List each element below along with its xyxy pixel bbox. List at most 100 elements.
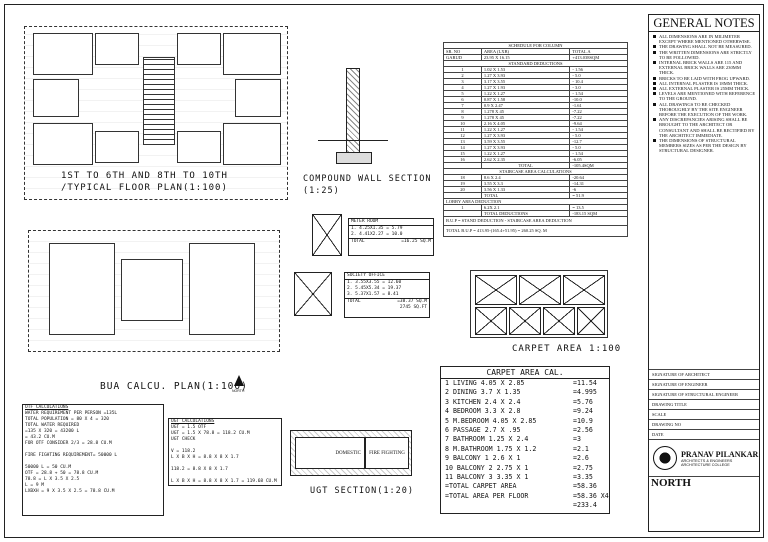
note-item: BRICKS TO BE LAID WITH FROG UPWARD. <box>653 76 757 81</box>
otf-calculations: OTF CALCULATIONS WATER REQUIREMENT PER P… <box>22 404 164 516</box>
drawing-sheet <box>4 4 764 538</box>
firm-sub: ARCHITECTS & ENGINEERS <box>681 458 733 463</box>
firm-logo-icon <box>653 446 677 470</box>
note-item: ALL INTERNAL PLASTER IS 18MM THICK. <box>653 81 757 86</box>
plan-room <box>177 33 221 65</box>
firm-block: PRANAV PILANKAR ARCHITECTS & ENGINEERS A… <box>649 440 759 477</box>
carpet-total-row: =TOTAL CARPET AREA =58.36 <box>441 482 609 491</box>
plan-room <box>223 33 281 75</box>
carpet-room <box>519 275 561 305</box>
title-block-north: NORTH <box>651 477 691 489</box>
society-office-title: SOCIETY OFFICE <box>345 273 429 280</box>
otf-line: TOTAL POPULATION = 80 X 4 = 320 <box>25 417 109 422</box>
title-block-row: SIGNATURE OF ARCHITECT <box>649 370 759 380</box>
otf-line: FOR OTF CONSIDER 2/3 = 28.8 CU.M <box>25 441 112 446</box>
title-block-row: SIGNATURE OF STRUCTURAL ENGINEER <box>649 390 759 400</box>
otf-line: 78.8 = L X 3.5 X 2.5 <box>25 477 80 482</box>
meter-room-total-label: TOTAL <box>351 239 365 244</box>
ugt-fire-tank: FIRE FIGHTING <box>365 437 409 469</box>
carpet-row-value: =2.6 <box>573 454 589 463</box>
carpet-room <box>577 307 605 335</box>
carpet-row-value: =10.9 <box>573 416 593 425</box>
title-block-row: DRAWING TITLE <box>649 400 759 410</box>
carpet-row: 4 BEDROOM 3.3 X 2.8=9.24 <box>445 407 609 416</box>
plan-room <box>33 33 93 75</box>
ugt-line: L X B X H = 8.8 X 8 X 1.7 <box>171 455 239 460</box>
carpet-row-area: 1 LIVING 4.05 X 2.85 <box>445 379 525 387</box>
ugt-line: UGT = 1.5 X 78.8 = 118.2 CU.M <box>171 431 250 436</box>
title-block-panel: GENERAL NOTES ALL DIMENSIONS ARE IN MILI… <box>648 14 760 532</box>
ugt-line: UGT = 1.5 OTF <box>171 425 207 430</box>
carpet-room <box>509 307 541 335</box>
meter-room-row: 1. 4.25X1.35 = 5.79 <box>351 226 403 231</box>
plan-room <box>235 79 281 117</box>
ugt-title: UGT CALCULATIONS <box>171 419 215 424</box>
compound-wall-drawing <box>318 60 388 170</box>
carpet-row-area: 4 BEDROOM 3.3 X 2.8 <box>445 407 521 416</box>
carpet-row: 5 M.BEDROOM 4.05 X 2.85 =10.9 <box>445 417 609 426</box>
carpet-row-area: 11 BALCONY 3 3.35 X 1 <box>445 473 529 482</box>
society-office-total-value: =38.37 SQ.M <box>397 299 427 304</box>
wall-ground-line <box>318 140 388 141</box>
plan-room <box>223 123 281 165</box>
carpet-row-area: 5 M.BEDROOM 4.05 X 2.85 <box>445 416 537 425</box>
carpet-row: 7 BATHROOM 1.25 X 2.4=3 <box>445 435 609 444</box>
carpet-row-area: 9 BALCONY 1 2.6 X 1 <box>445 454 521 463</box>
carpet-row: 2 DINING 3.7 X 1.35 =4.995 <box>445 388 609 397</box>
bua-block <box>189 243 255 335</box>
otf-line: =135 X 320 = 43200 L <box>25 429 80 434</box>
ugt-line: 118.2 = 8.8 X 8 X 1.7 <box>171 467 228 472</box>
firm-name: PRANAV PILANKAR <box>681 449 759 459</box>
carpet-row-value: =3.35 <box>573 473 593 482</box>
carpet-room <box>475 307 507 335</box>
note-item: THE WRITTEN DIMENSIONS ARE STRICTLY TO B… <box>653 50 757 60</box>
society-office-total: TOTAL =38.37 SQ.M <box>345 299 429 305</box>
society-office-row: 3. 5.37X1.57 = 8.41 <box>345 292 429 299</box>
otf-line: = 43.2 CU.M <box>25 435 55 440</box>
carpet-row-area: 6 PASSAGE 2.7 X .95 <box>445 426 521 435</box>
bua-block <box>49 243 115 335</box>
society-office-total-sqft: 2745 SQ.FT <box>399 305 427 310</box>
carpet-floor-row-2: =233.4 <box>441 501 609 510</box>
plan-room <box>177 131 221 163</box>
plan-room <box>33 79 79 117</box>
meter-room-row: 2. 4.41X2.27 = 10.0 <box>349 232 433 239</box>
firm-sub-2: ARCHITECTURE COLLEGE <box>681 462 730 467</box>
meter-room-total-value: =16.25 SQ.M <box>401 239 431 244</box>
carpet-row-area: 2 DINING 3.7 X 1.35 <box>445 388 521 397</box>
floor-plan-title: 1ST TO 6TH AND 8TH TO 10TH <box>61 171 228 181</box>
note-item: ANY DISCREPANCIES ARISING SHALL BE BROUG… <box>653 117 757 138</box>
note-item: INTERNAL BRICK WALLS ARE 115 AND EXTERNA… <box>653 60 757 76</box>
title-block-row: DRAWING NO <box>649 420 759 430</box>
society-office-row: 1. 3.55X3.55 = 12.60 <box>347 280 402 285</box>
otf-line: LXBXH = 9 X 3.5 X 2.5 = 78.8 CU.M <box>25 489 115 494</box>
carpet-row-value: =4.995 <box>573 388 597 397</box>
title-block-row: SIGNATURE OF ENGINEER <box>649 380 759 390</box>
carpet-row: 1 LIVING 4.05 X 2.85=11.54 <box>445 379 609 388</box>
typical-floor-plan: 1ST TO 6TH AND 8TH TO 10TH /TYPICAL FLOO… <box>24 26 288 200</box>
column-schedule: SCHEDULE FOR COLUMN SR. NO AREA (LXB) TO… <box>443 42 628 237</box>
bup-line: B.U.P = STAND DEDUCTION - STAIRCASE AREA… <box>443 216 628 226</box>
ugt-fire-label: FIRE FIGHTING <box>369 450 405 456</box>
ugt-line: V = 118.2 <box>171 449 196 454</box>
carpet-row-area: 8 M.BATHROOM 1.75 X 1.2 <box>445 444 537 453</box>
note-item: LEVELS ARE MENTIONED WITH REFERENCE TO T… <box>653 91 757 101</box>
carpet-floor-label: =TOTAL AREA PER FLOOR <box>445 491 529 500</box>
carpet-row-value: =5.76 <box>573 397 593 406</box>
carpet-floor-row: =TOTAL AREA PER FLOOR =58.36 X4 <box>441 492 609 501</box>
ugt-domestic-label: DOMESTIC <box>335 450 361 456</box>
carpet-row-value: =3 <box>573 435 581 444</box>
ugt-section-title: UGT SECTION(1:20) <box>310 486 414 496</box>
carpet-row-value: =2.75 <box>573 463 593 472</box>
carpet-row: 10 BALCONY 2 2.75 X 1=2.75 <box>445 464 609 473</box>
note-item: THE DRAWING SHALL NOT BE MEASURED. <box>653 44 757 49</box>
society-office-plan <box>294 272 332 316</box>
carpet-row-value: =2.56 <box>573 426 593 435</box>
carpet-row-area: 3 KITCHEN 2.4 X 2.4 <box>445 397 521 406</box>
carpet-row: 3 KITCHEN 2.4 X 2.4 =5.76 <box>445 398 609 407</box>
